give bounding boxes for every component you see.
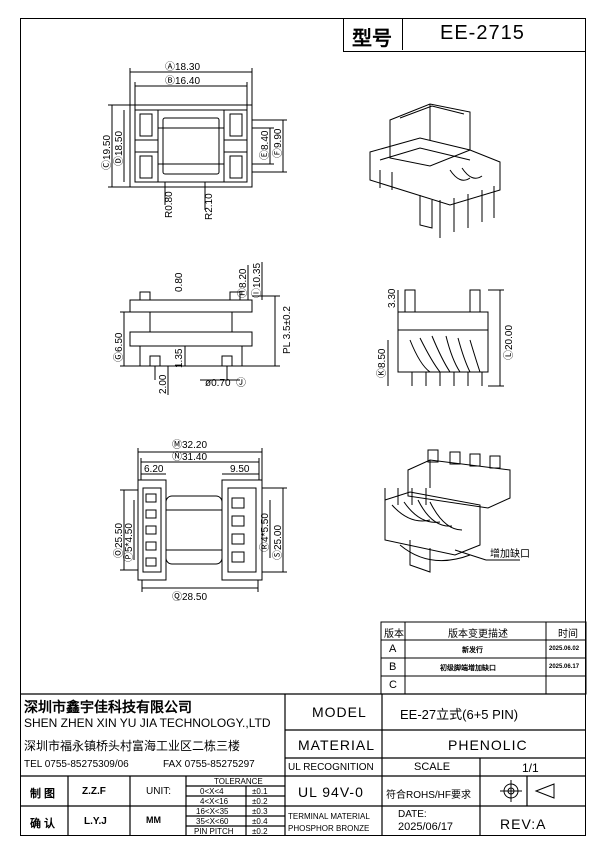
dim-r080: R0.80 xyxy=(164,191,175,218)
spec-ul-label: UL RECOGNITION xyxy=(288,762,374,773)
dim-e: Ⓔ8.40 xyxy=(259,130,271,160)
model-header-box: 型号 EE-2715 xyxy=(343,18,586,52)
dim-c: Ⓒ19.50 xyxy=(101,135,113,170)
rev-header-date: 时间 xyxy=(558,629,578,640)
dim-p: Ⓟ5*4.50 xyxy=(123,523,135,562)
dim-f: Ⓕ9.90 xyxy=(272,128,284,158)
dim-k: Ⓚ8.50 xyxy=(376,348,388,378)
unit-label: UNIT: xyxy=(146,786,171,797)
model-header-value: EE-2715 xyxy=(440,22,525,44)
model-header-label: 型号 xyxy=(352,28,392,50)
side-view-drawing xyxy=(120,262,280,395)
dim-h: Ⓗ8.20 xyxy=(237,268,249,298)
tol-range-3: 35<X<60 xyxy=(196,817,229,826)
dim-330: 3.30 xyxy=(387,288,398,308)
dim-q: Ⓠ28.50 xyxy=(172,591,207,603)
draw-name: Z.Z.F xyxy=(82,786,106,797)
dim-j: Ⓙ xyxy=(236,377,246,389)
spec-material-value: PHENOLIC xyxy=(448,737,528,753)
company-name-en: SHEN ZHEN XIN YU JIA TECHNOLOGY.,LTD xyxy=(24,716,271,730)
dim-g: Ⓖ6.50 xyxy=(113,332,125,362)
projection-symbol-icon xyxy=(500,780,555,802)
tolerance-title: TOLERANCE xyxy=(214,777,263,786)
rev-row-b-desc: 初级脚端增加缺口 xyxy=(440,665,496,672)
rev-row-b-date: 2025.06.17 xyxy=(549,664,580,670)
isometric-view-top xyxy=(369,103,501,238)
rev-row-c-ver: C xyxy=(389,679,397,691)
spec-material-label: MATERIAL xyxy=(298,737,375,753)
rev-header-version: 版本 xyxy=(384,629,404,640)
tol-value-4: ±0.2 xyxy=(252,827,268,836)
tol-value-3: ±0.4 xyxy=(252,817,268,826)
isometric-view-bottom xyxy=(384,449,520,573)
check-label: 确 认 xyxy=(30,818,56,830)
front-view-drawing xyxy=(387,289,504,387)
spec-scale-value: 1/1 xyxy=(522,761,539,775)
company-tel: TEL 0755-85275309/06 xyxy=(24,759,129,770)
spec-model-value: EE-27立式(6+5 PIN) xyxy=(400,707,519,722)
tol-range-0: 0<X<4 xyxy=(200,787,224,796)
dim-r210: R2.10 xyxy=(204,193,215,220)
dim-m: Ⓜ32.20 xyxy=(172,439,207,451)
dim-s: Ⓢ25.00 xyxy=(272,525,284,560)
check-name: L.Y.J xyxy=(84,816,107,827)
dim-l: Ⓛ20.00 xyxy=(503,325,515,360)
tol-range-4: PIN PITCH xyxy=(194,827,234,836)
unit-value: MM xyxy=(146,815,161,825)
top-view-drawing xyxy=(108,68,287,210)
tol-value-2: ±0.3 xyxy=(252,807,268,816)
rev-row-a-ver: A xyxy=(389,643,397,655)
dim-d: Ⓓ18.50 xyxy=(113,131,125,166)
dim-b: Ⓑ16.40 xyxy=(165,75,200,87)
spec-rev: REV:A xyxy=(500,816,547,832)
bottom-view-drawing xyxy=(120,448,287,592)
title-block-lines xyxy=(20,693,586,836)
drawing-sheet xyxy=(20,18,586,836)
spec-date-value: 2025/06/17 xyxy=(398,821,454,833)
spec-rohs: 符合ROHS/HF要求 xyxy=(386,790,471,801)
dim-pl: PL 3.5±0.2 xyxy=(282,306,293,354)
spec-terminal-label-2: PHOSPHOR BRONZE xyxy=(288,824,370,833)
rev-header-desc: 版本变更描述 xyxy=(448,629,508,640)
company-address: 深圳市福永镇桥头村富海工业区二栋三楼 xyxy=(24,739,241,753)
dim-070: ø0.70 xyxy=(205,378,231,389)
dim-200: 2.00 xyxy=(158,374,169,394)
dim-i: Ⓘ10.35 xyxy=(251,263,263,298)
company-fax: FAX 0755-85275297 xyxy=(163,759,255,770)
spec-ul-value: UL 94V-0 xyxy=(298,784,364,800)
rev-row-a-desc: 新发行 xyxy=(462,647,483,654)
dim-080: 0.80 xyxy=(174,272,185,292)
tol-value-1: ±0.2 xyxy=(252,797,268,806)
rev-row-a-date: 2025.06.02 xyxy=(549,646,580,652)
tol-range-1: 4<X<16 xyxy=(200,797,229,806)
dim-n: Ⓝ31.40 xyxy=(172,451,207,463)
dim-r: Ⓡ4*5.50 xyxy=(259,513,271,552)
spec-terminal-label-1: TERMINAL MATERIAL xyxy=(288,812,370,821)
company-name-cn: 深圳市鑫宇佳科技有限公司 xyxy=(24,699,192,715)
draw-label: 制 图 xyxy=(30,788,56,800)
dim-135: 1.35 xyxy=(174,348,185,368)
dim-o: Ⓞ25.50 xyxy=(113,523,125,558)
tol-range-2: 16<X<35 xyxy=(196,807,229,816)
dim-950: 9.50 xyxy=(230,464,250,475)
spec-date-label: DATE: xyxy=(398,809,427,820)
tol-value-0: ±0.1 xyxy=(252,787,268,796)
spec-model-label: MODEL xyxy=(312,704,367,720)
dim-620: 6.20 xyxy=(144,464,164,475)
spec-scale-label: SCALE xyxy=(414,761,451,773)
rev-row-b-ver: B xyxy=(389,661,397,673)
notch-callout: 增加缺口 xyxy=(490,547,530,560)
dim-a: Ⓐ18.30 xyxy=(165,61,200,73)
revision-table-lines xyxy=(380,621,587,695)
